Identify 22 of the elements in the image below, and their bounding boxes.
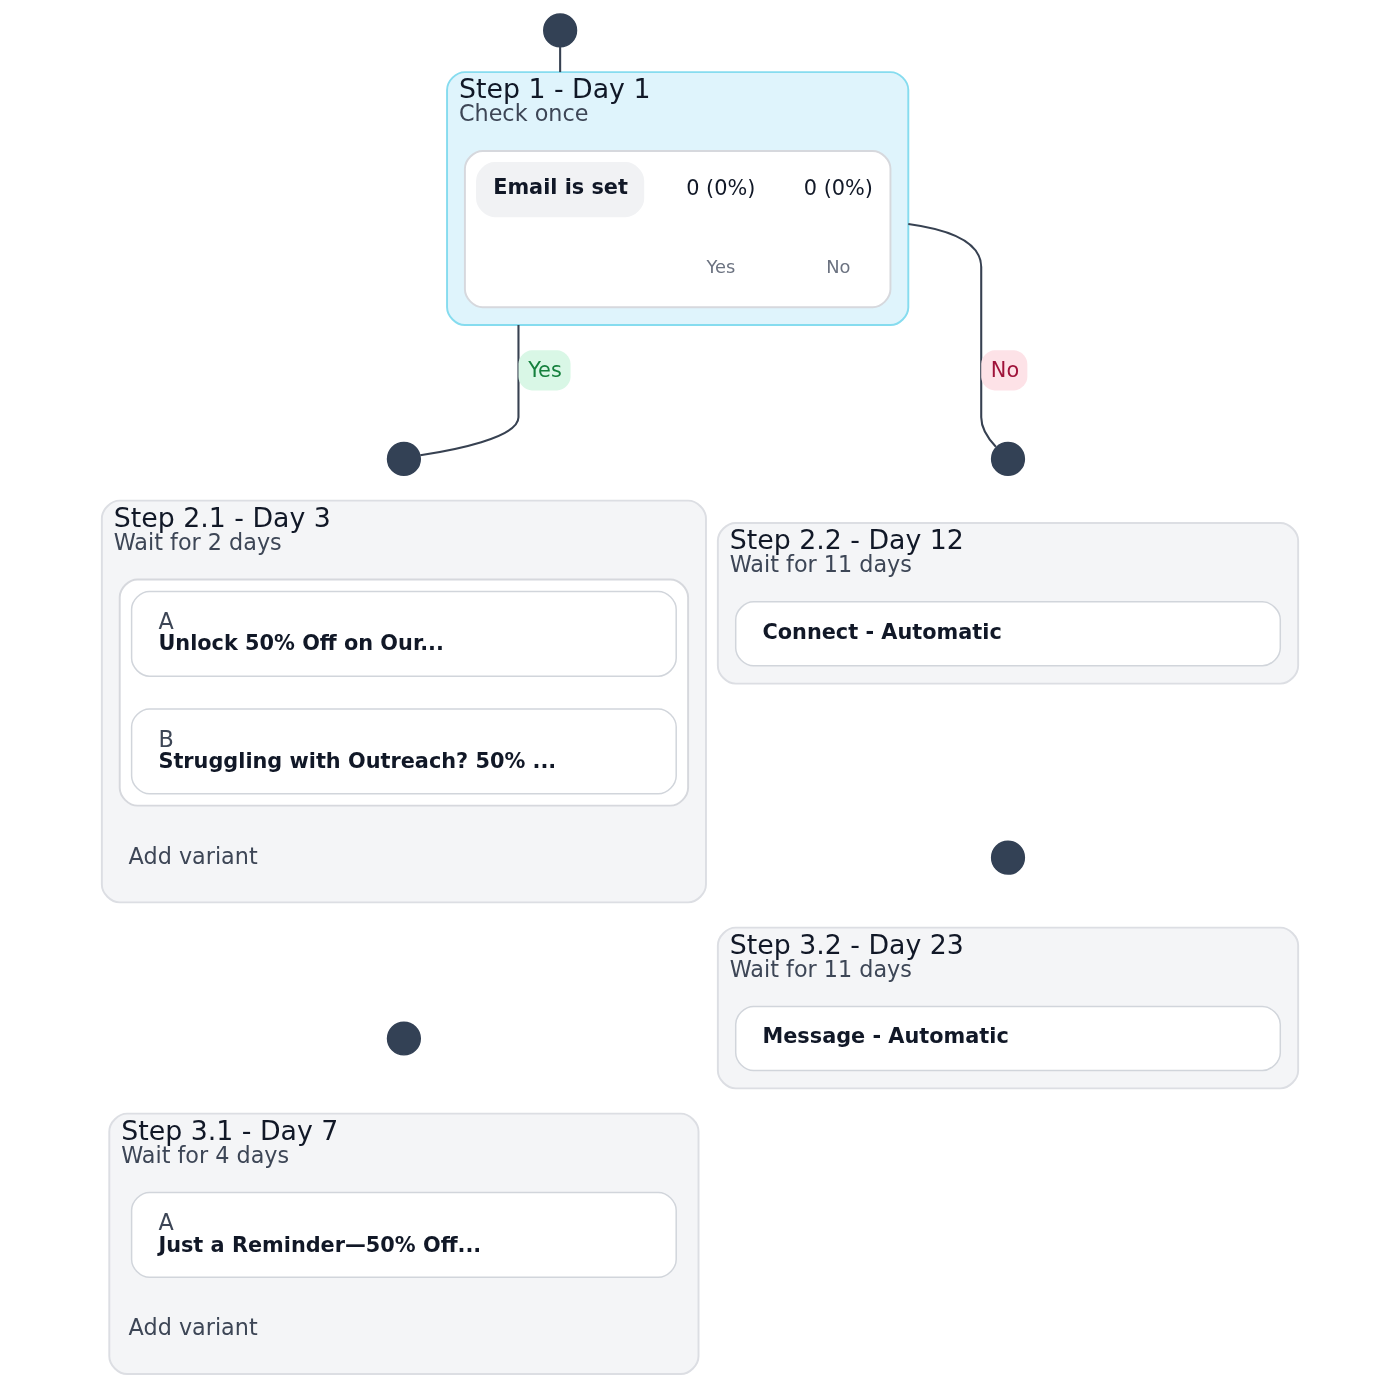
node-box: Connect - Automatic bbox=[734, 601, 1282, 667]
node-box: A Just a Reminder—50% Off... bbox=[130, 1191, 677, 1279]
connector bbox=[420, 325, 520, 457]
label: 0 (0%) bbox=[803, 176, 873, 201]
label: Add variant bbox=[128, 1314, 258, 1341]
node-box: A Unlock 50% Off on Our... bbox=[130, 590, 677, 677]
connector bbox=[908, 222, 997, 448]
label: 0 (0%) bbox=[686, 176, 756, 201]
label: No bbox=[826, 256, 851, 278]
node-box: Message - Automatic bbox=[734, 1005, 1282, 1072]
label: Yes bbox=[706, 256, 736, 278]
edge-label: Yes bbox=[528, 357, 562, 382]
node-circle bbox=[990, 441, 1026, 477]
node-circle bbox=[386, 1021, 421, 1056]
edge-label: No bbox=[990, 357, 1020, 382]
node-circle bbox=[990, 840, 1026, 875]
node-circle bbox=[543, 13, 578, 48]
node-box: B Struggling with Outreach? 50% ... bbox=[130, 708, 677, 795]
node-circle bbox=[386, 441, 421, 477]
cluster bbox=[118, 578, 690, 807]
connector bbox=[559, 46, 562, 73]
label: Add variant bbox=[128, 842, 258, 869]
